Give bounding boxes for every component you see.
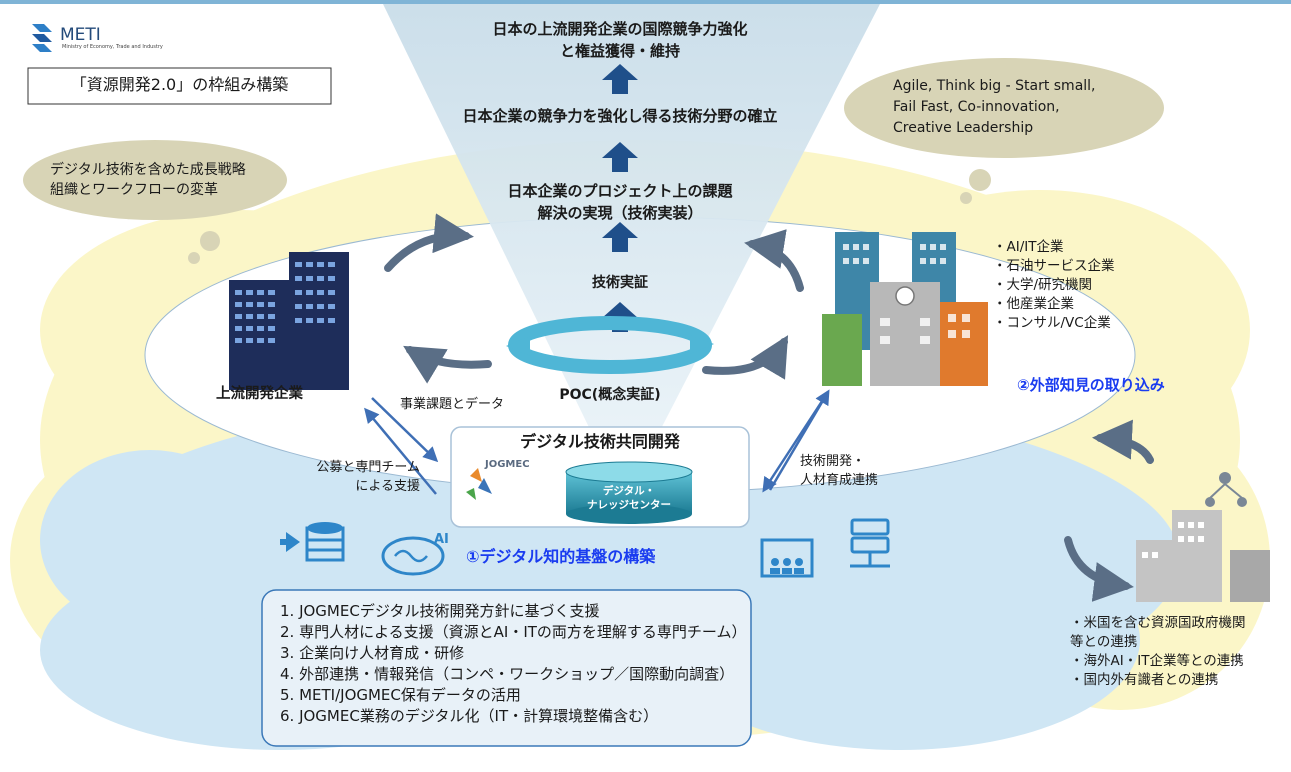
cycle-arrows-icon — [506, 316, 714, 374]
international-item: ・米国を含む資源国政府機関 等との連携 — [1070, 615, 1246, 650]
goal-lower: 日本企業のプロジェクト上の課題 解決の実現（技術実装） — [507, 182, 733, 222]
city-icon — [1136, 510, 1270, 602]
top-border — [0, 0, 1291, 4]
database-icon — [565, 461, 693, 524]
framework-title: 「資源開発2.0」の枠組み構築 — [70, 75, 289, 94]
thought-bubbles — [23, 58, 1164, 264]
partner-list: ・AI/IT企業 ・石油サービス企業 ・大学/研究機関 ・他産業企業 ・コンサル… — [993, 238, 1115, 333]
foundation-item: 1. JOGMECデジタル技術開発方針に基づく支援 — [280, 602, 600, 620]
foundation-title: ①デジタル知的基盤の構築 — [466, 547, 656, 566]
meti-logo-subtext: Ministry of Economy, Trade and Industry — [62, 44, 163, 50]
link-arrows — [364, 389, 830, 495]
international-list: ・米国を含む資源国政府機関 等との連携 ・海外AI・IT企業等との連携 ・国内外… — [1070, 614, 1246, 690]
foundation-item: 5. METI/JOGMEC保有データの活用 — [280, 686, 521, 704]
db-label: デジタル・ ナレッジセンター — [587, 485, 671, 511]
foundation-item: 2. 専門人材による支援（資源とAI・ITの両方を理解する専門チーム） — [280, 623, 747, 641]
partner-item: ・コンサル/VC企業 — [993, 315, 1111, 331]
international-item: ・国内外有識者との連携 — [1070, 672, 1219, 688]
foundation-item: 6. JOGMEC業務のデジタル化（IT・計算環境整備含む） — [280, 707, 659, 725]
vision-beam — [383, 4, 880, 450]
foundation-item: 4. 外部連携・情報発信（コンペ・ワークショップ／国際動向調査） — [280, 665, 735, 683]
issues-data-label: 事業課題とデータ — [400, 397, 505, 412]
international-item: ・海外AI・IT企業等との連携 — [1070, 653, 1244, 669]
ai-label: AI — [434, 532, 449, 547]
bubble-left-text: デジタル技術を含めた成長戦略 組織とワークフローの変革 — [50, 162, 246, 198]
bubble-right-text: Agile, Think big - Start small, Fail Fas… — [893, 78, 1096, 136]
poc-label: POC(概念実証) — [559, 387, 661, 403]
external-title: ②外部知見の取り込み — [1017, 376, 1165, 394]
partner-item: ・他産業企業 — [993, 296, 1074, 312]
framework-title-box — [27, 67, 332, 105]
foundation-item: 3. 企業向け人材育成・研修 — [280, 644, 465, 662]
brain-icon — [381, 536, 445, 576]
jogmec-label: JOGMEC — [485, 459, 530, 470]
verify-label: 技術実証 — [592, 275, 648, 291]
meti-logo-text: METI — [60, 25, 101, 45]
collab-label: 技術開発・ 人材育成連携 — [800, 454, 879, 488]
foundation-list: 1. JOGMECデジタル技術開発方針に基づく支援 2. 専門人材による支援（資… — [280, 601, 746, 727]
building-icon — [229, 252, 349, 390]
meti-logo-icon — [32, 24, 52, 52]
list-box — [261, 589, 752, 747]
partner-item: ・大学/研究機関 — [993, 277, 1093, 293]
goal-top: 日本の上流開発企業の国際競争力強化 と権益獲得・維持 — [492, 20, 748, 60]
partner-item: ・AI/IT企業 — [993, 239, 1064, 255]
flow-arrows — [384, 213, 1154, 602]
school-icon — [822, 232, 988, 386]
upstream-label: 上流開発企業 — [216, 386, 303, 402]
meeting-icon — [760, 538, 814, 578]
server-icon — [850, 518, 890, 568]
foundation-icons — [280, 518, 890, 578]
center-box-title: デジタル技術共同開発 — [520, 432, 680, 451]
support-label: 公募と専門チーム による支援 — [316, 460, 420, 494]
goal-middle: 日本企業の競争力を強化し得る技術分野の確立 — [462, 107, 778, 125]
database-import-icon — [280, 522, 345, 562]
partner-item: ・石油サービス企業 — [993, 258, 1115, 274]
network-icon — [1205, 472, 1247, 507]
jogmec-logo-icon — [466, 468, 492, 500]
